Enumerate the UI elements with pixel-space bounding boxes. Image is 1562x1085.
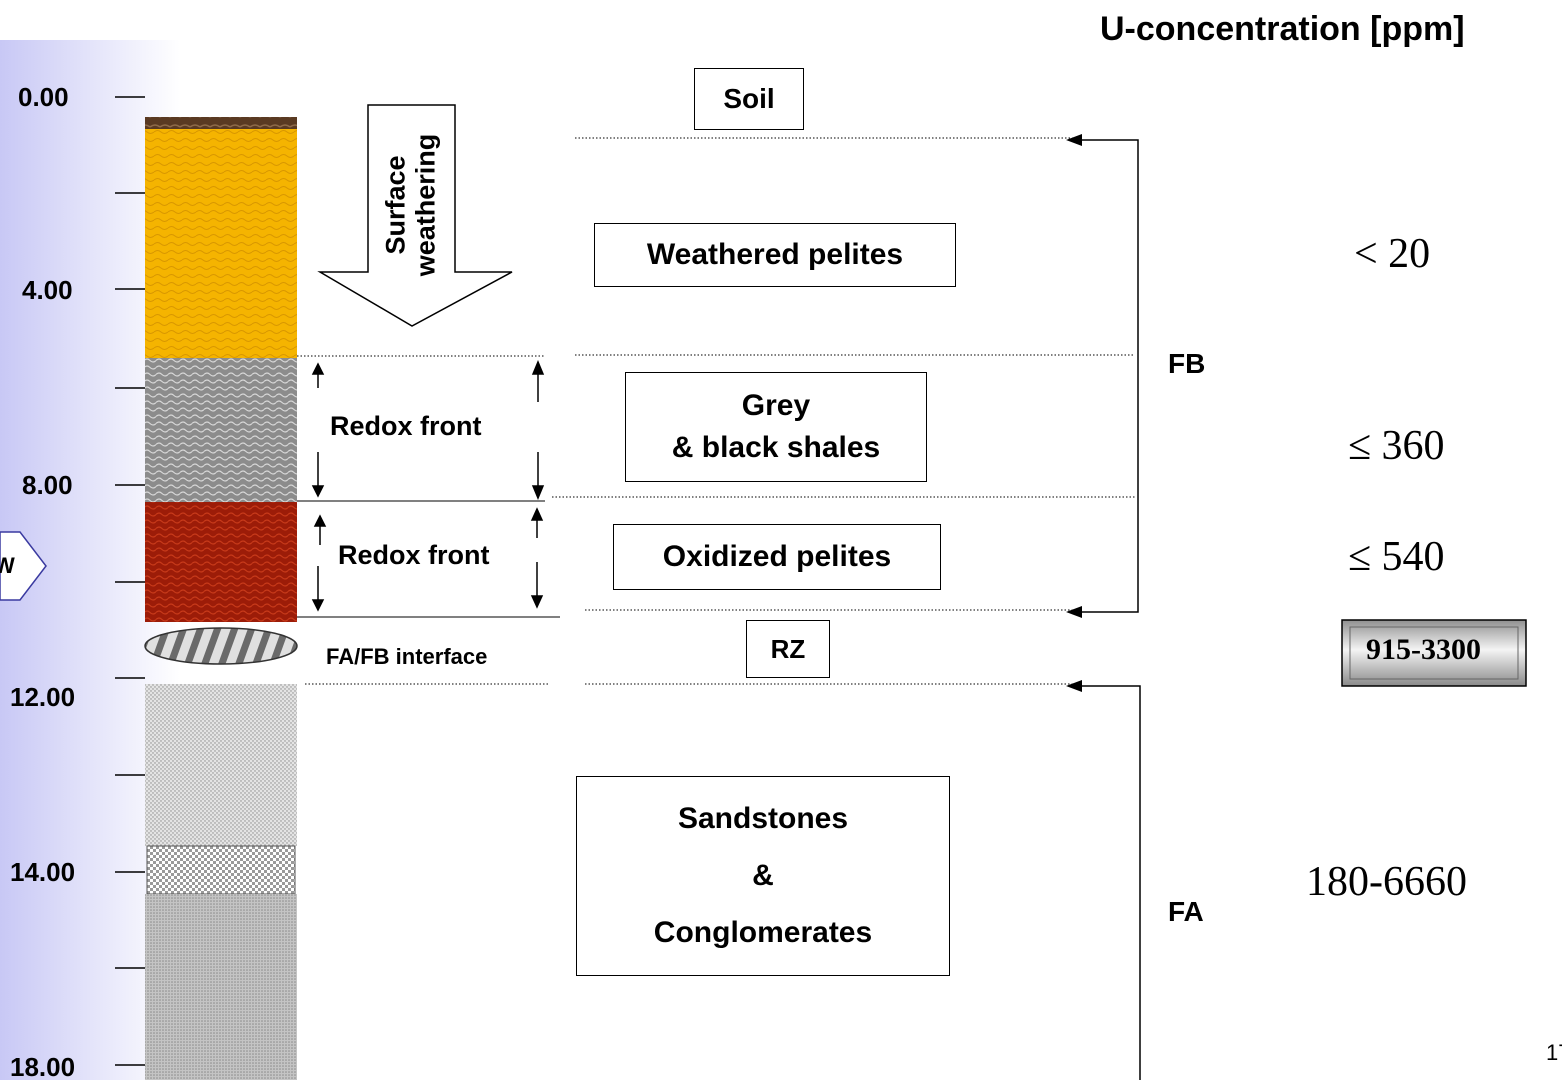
fa-bracket-arrowhead	[1066, 680, 1082, 692]
redox-arrowhead	[531, 360, 545, 375]
layer-oxidized-pelites	[145, 502, 297, 622]
layer-box-rz-text: RZ	[770, 633, 806, 664]
redox-front-label-upper: Redox front	[330, 411, 482, 441]
layer-box-sand-text-1: Sandstones	[677, 802, 849, 836]
side-tab-shape	[0, 531, 47, 601]
surface-weathering-line2: weathering	[410, 133, 440, 277]
rz-concentration-box-inner	[1349, 626, 1519, 680]
layer-sandstones-lower	[145, 894, 297, 1080]
side-tab-label: W	[0, 553, 15, 578]
interface-oval	[144, 627, 298, 665]
redox-arrowhead	[311, 599, 325, 612]
depth-label: 8.00	[22, 470, 73, 500]
layer-box-grey-text-1: Grey	[741, 389, 811, 422]
concentration-rz: 915-3300	[1366, 633, 1481, 666]
layer-box-rz: RZ	[746, 620, 830, 678]
layer-box-oxidized-text: Oxidized pelites	[662, 540, 892, 573]
surface-weathering-arrow	[317, 104, 513, 327]
layer-box-weathered: Weathered pelites	[594, 223, 956, 287]
redox-arrowhead	[531, 485, 545, 500]
redox-arrowhead	[313, 514, 327, 527]
interface-label: FA/FB interface	[326, 644, 488, 669]
chart-title: U-concentration [ppm]	[1100, 10, 1465, 48]
depth-label: 0.00	[18, 82, 69, 112]
layer-box-sand-text-3: Conglomerates	[653, 915, 873, 949]
surface-weathering-label: Surface weathering	[362, 110, 458, 300]
fb-bracket	[1078, 139, 1139, 613]
layer-box-oxidized: Oxidized pelites	[613, 524, 941, 590]
fb-bracket-arrowhead-bottom	[1066, 606, 1082, 618]
fa-bracket	[1078, 685, 1141, 1080]
concentration-sand: 180-6660	[1306, 859, 1467, 905]
layer-weathered-pelites	[145, 129, 297, 358]
layer-grey-black-shales	[145, 358, 297, 502]
redox-arrowhead	[311, 362, 325, 375]
fb-bracket-arrowhead-top	[1066, 134, 1082, 146]
formation-label-fb: FB	[1168, 348, 1206, 379]
layer-box-grey-shales: Grey & black shales	[625, 372, 927, 482]
layer-box-weathered-text: Weathered pelites	[646, 238, 904, 271]
layer-box-grey-text-2: & black shales	[671, 431, 881, 464]
surface-weathering-line1: Surface	[380, 155, 410, 255]
redox-arrowhead	[311, 485, 325, 498]
depth-label: 4.00	[22, 275, 73, 305]
concentration-oxidized: ≤ 540	[1348, 534, 1445, 580]
depth-label: 12.00	[10, 682, 76, 712]
redox-arrowhead	[530, 595, 544, 609]
layer-box-sandstones: Sandstones & Conglomerates	[576, 776, 950, 976]
redox-front-label-lower: Redox front	[338, 540, 490, 570]
redox-arrowhead	[530, 507, 544, 521]
depth-label: 18.00	[10, 1052, 76, 1082]
layer-soil	[145, 117, 297, 129]
layer-box-soil: Soil	[694, 68, 804, 130]
concentration-grey: ≤ 360	[1348, 423, 1445, 469]
page-number: 17	[1546, 1040, 1562, 1065]
layer-box-soil-text: Soil	[723, 83, 775, 114]
layer-sandstones-upper	[145, 684, 297, 846]
rz-concentration-box	[1341, 619, 1527, 687]
formation-label-fa: FA	[1168, 896, 1204, 927]
layer-checker-band	[146, 845, 296, 895]
depth-label: 14.00	[10, 857, 76, 887]
concentration-weathered: < 20	[1354, 231, 1431, 277]
layer-box-sand-text-2: &	[752, 858, 774, 892]
